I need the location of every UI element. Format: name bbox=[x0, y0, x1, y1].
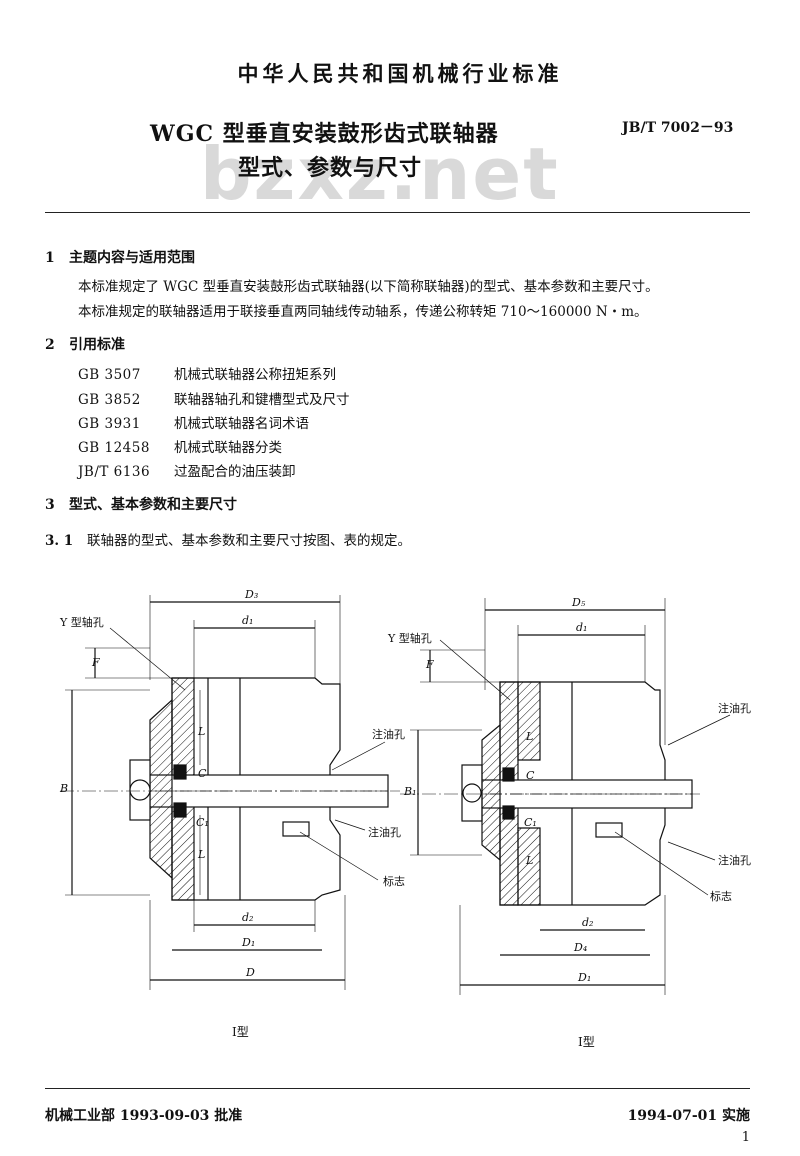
label-B: B bbox=[59, 782, 68, 795]
issuing-authority: 中华人民共和国机械行业标准 bbox=[237, 61, 563, 86]
left-view-labels: Y 型轴孔 D₃ d₁ F B L C C₁ L 注油孔 注油孔 标志 d₂ D… bbox=[59, 588, 405, 1039]
reference-code: GB 3931 bbox=[78, 416, 141, 432]
label-C-top: C bbox=[198, 767, 207, 780]
section-number: 3 bbox=[45, 497, 55, 513]
label-D4: D₄ bbox=[573, 941, 587, 954]
reference-item: GB 3507 机械式联轴器公称扭矩系列 bbox=[78, 363, 336, 383]
right-coupling-view bbox=[400, 598, 731, 995]
page-number: 1 bbox=[741, 1130, 750, 1145]
label-mark: 标志 bbox=[710, 889, 732, 903]
label-C1: C₁ bbox=[524, 816, 537, 829]
clause-3-1: 3. 1 联轴器的型式、基本参数和主要尺寸按图、表的规定。 bbox=[45, 529, 411, 549]
label-D: D bbox=[245, 966, 255, 979]
section-1-paragraph-2: 本标准规定的联轴器适用于联接垂直两同轴线传动轴系，传递公称转矩 710～1600… bbox=[78, 304, 648, 320]
section-1-paragraph-1: 本标准规定了 WGC 型垂直安装鼓形齿式联轴器(以下简称联轴器)的型式、基本参数… bbox=[78, 279, 659, 295]
section-title: 主题内容与适用范围 bbox=[69, 250, 195, 266]
reference-code: GB 3852 bbox=[78, 392, 141, 408]
right-figure-caption: Ⅰ型 bbox=[578, 1035, 595, 1049]
section-number: 1 bbox=[45, 250, 55, 266]
right-view-labels: Y 型轴孔 D₅ d₁ F B₁ L C C₁ L 注油孔 注油孔 标志 d₂ … bbox=[387, 596, 751, 1049]
label-B1: B₁ bbox=[403, 785, 417, 798]
section-title: 引用标准 bbox=[69, 337, 125, 353]
label-L-top: L bbox=[525, 730, 533, 743]
label-C1: C₁ bbox=[196, 816, 209, 829]
label-oil-hole-1: 注油孔 bbox=[718, 701, 751, 715]
reference-item: GB 3931 机械式联轴器名词术语 bbox=[78, 412, 309, 432]
reference-item: JB/T 6136 过盈配合的油压装卸 bbox=[78, 460, 296, 480]
label-D3: D₃ bbox=[244, 588, 258, 601]
coupling-drawing: Y 型轴孔 D₃ d₁ F B L C C₁ L 注油孔 注油孔 标志 d₂ D… bbox=[59, 588, 751, 1049]
section-1-heading: 1 主题内容与适用范围 bbox=[45, 247, 195, 267]
footer-rule bbox=[45, 1088, 750, 1089]
section-title: 型式、基本参数和主要尺寸 bbox=[69, 497, 237, 513]
reference-code: GB 3507 bbox=[78, 367, 141, 383]
label-oil-hole-2: 注油孔 bbox=[368, 825, 401, 839]
label-D1: D₁ bbox=[241, 936, 255, 949]
approval-date: 机械工业部 1993-09-03 批准 bbox=[45, 1108, 243, 1124]
section-2-heading: 2 引用标准 bbox=[45, 334, 125, 354]
reference-name: 过盈配合的油压装卸 bbox=[174, 464, 296, 480]
section-number: 2 bbox=[45, 337, 55, 353]
label-C-top: C bbox=[526, 769, 535, 782]
header-rule bbox=[45, 212, 750, 213]
label-d1: d₁ bbox=[242, 614, 253, 627]
label-y-hole: Y 型轴孔 bbox=[387, 631, 432, 645]
label-mark: 标志 bbox=[383, 874, 405, 888]
label-y-hole: Y 型轴孔 bbox=[59, 615, 104, 629]
label-d1: d₁ bbox=[576, 621, 587, 634]
label-d2: d₂ bbox=[242, 911, 253, 924]
left-coupling-view bbox=[60, 595, 400, 990]
clause-number: 3. 1 bbox=[45, 533, 74, 549]
reference-item: GB 3852 联轴器轴孔和键槽型式及尺寸 bbox=[78, 388, 350, 408]
reference-code: GB 12458 bbox=[78, 440, 150, 456]
label-L-bottom: L bbox=[525, 854, 533, 867]
effective-date: 1994-07-01 实施 bbox=[627, 1108, 750, 1124]
label-D1: D₁ bbox=[577, 971, 591, 984]
label-d2: d₂ bbox=[582, 916, 593, 929]
label-D5: D₅ bbox=[571, 596, 586, 609]
standard-number: JB/T 7002－93 bbox=[622, 120, 734, 136]
label-L-top: L bbox=[197, 725, 205, 738]
section-3-heading: 3 型式、基本参数和主要尺寸 bbox=[45, 494, 237, 514]
label-oil-hole-1: 注油孔 bbox=[372, 727, 405, 741]
reference-name: 机械式联轴器名词术语 bbox=[174, 416, 309, 432]
reference-name: 机械式联轴器分类 bbox=[174, 440, 282, 456]
label-oil-hole-2: 注油孔 bbox=[718, 853, 751, 867]
clause-text: 联轴器的型式、基本参数和主要尺寸按图、表的规定。 bbox=[87, 533, 411, 549]
reference-code: JB/T 6136 bbox=[78, 464, 151, 480]
label-F: F bbox=[91, 656, 100, 669]
left-figure-caption: Ⅰ型 bbox=[232, 1025, 249, 1039]
reference-name: 联轴器轴孔和键槽型式及尺寸 bbox=[174, 392, 350, 408]
label-L-bottom: L bbox=[197, 848, 205, 861]
document-title-line2: 型式、参数与尺寸 bbox=[238, 155, 423, 181]
reference-item: GB 12458 机械式联轴器分类 bbox=[78, 436, 282, 456]
document-title-line1: WGC 型垂直安装鼓形齿式联轴器 bbox=[150, 121, 499, 147]
reference-name: 机械式联轴器公称扭矩系列 bbox=[174, 367, 336, 383]
watermark: bzxz.net bbox=[200, 132, 560, 216]
label-F: F bbox=[425, 658, 434, 671]
